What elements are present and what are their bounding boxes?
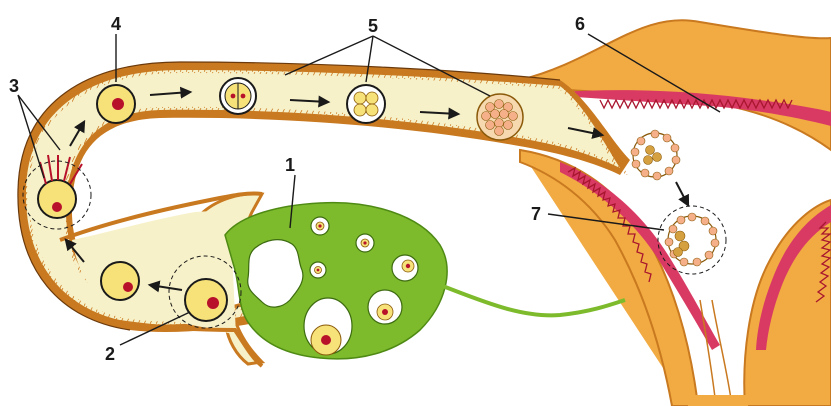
follicle-small-1 xyxy=(311,217,329,235)
follicle-medium xyxy=(392,255,418,281)
label-7: 7 xyxy=(531,204,541,224)
label-2: 2 xyxy=(105,344,115,364)
blastocyst-implanting xyxy=(658,206,726,274)
uterus xyxy=(520,20,831,406)
two-cell-embryo xyxy=(220,78,256,114)
label-1: 1 xyxy=(285,155,295,175)
label-6: 6 xyxy=(575,14,585,34)
follicle-small-2 xyxy=(356,234,374,252)
follicle-mature xyxy=(304,298,352,355)
four-cell-embryo xyxy=(347,85,385,123)
label-5: 5 xyxy=(368,16,378,36)
ovary xyxy=(225,203,625,359)
arrow-to-implantation xyxy=(676,182,688,205)
ovum-in-tube xyxy=(101,262,139,300)
follicle-small-3 xyxy=(310,262,326,278)
zygote xyxy=(97,85,135,123)
follicle-growing xyxy=(368,290,402,324)
blastocyst-free xyxy=(631,130,680,180)
label-3: 3 xyxy=(9,76,19,96)
ovarian-ligament xyxy=(440,285,625,315)
label-4: 4 xyxy=(111,14,121,34)
morula xyxy=(477,94,523,140)
uterus-cervix-lines xyxy=(700,300,732,406)
